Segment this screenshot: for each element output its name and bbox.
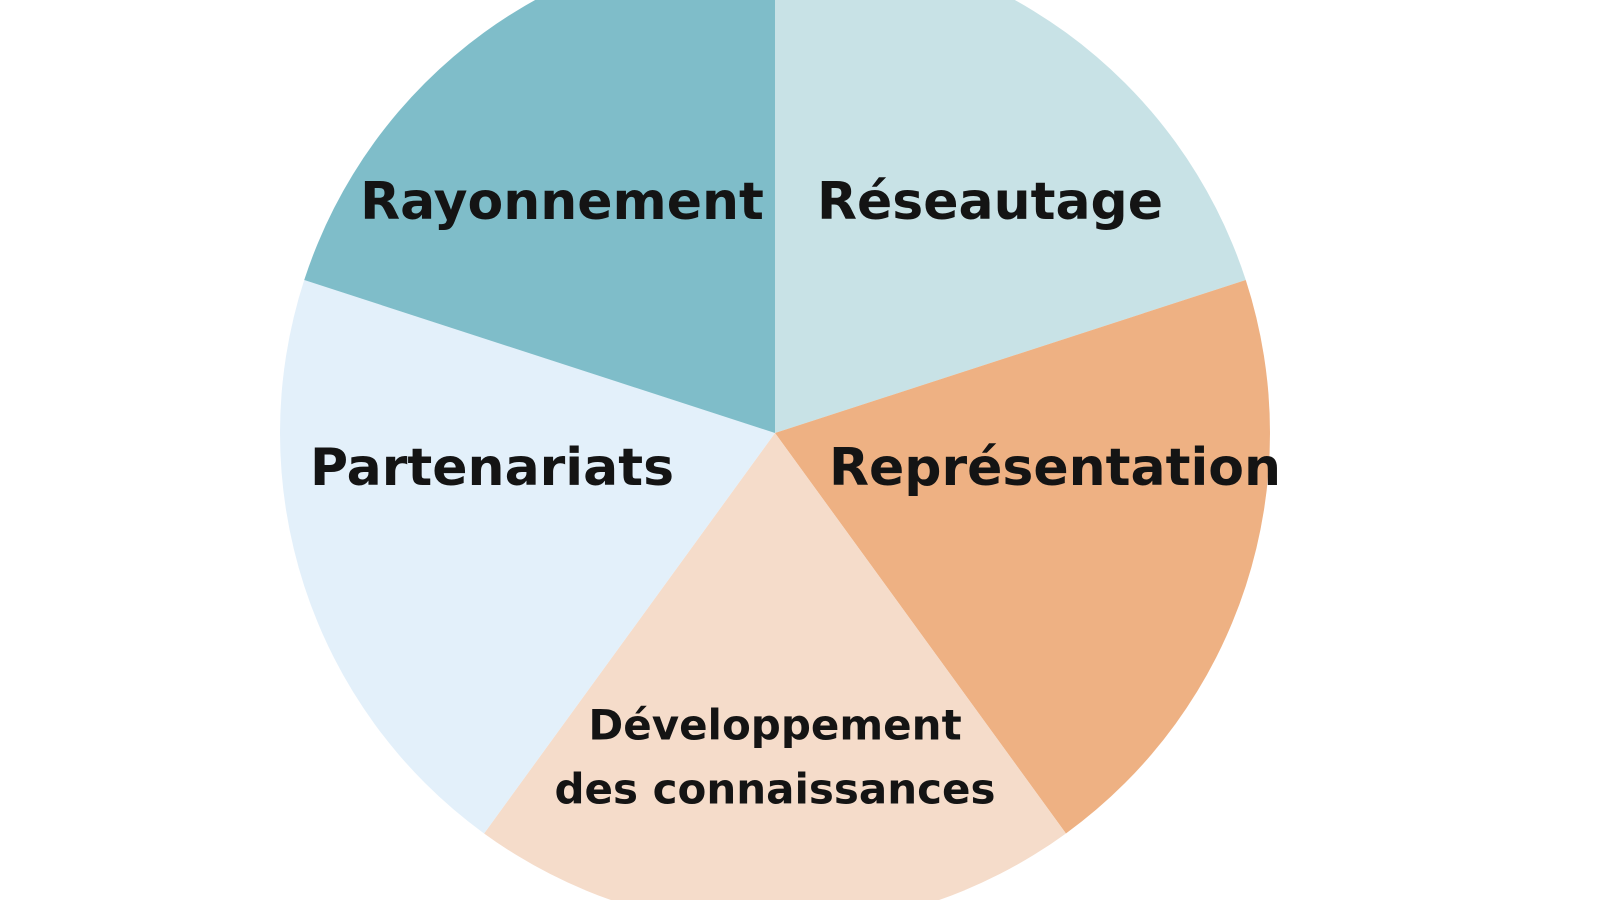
slice-representation: [775, 280, 1270, 834]
label-representation: Représentation: [829, 438, 1281, 498]
label-des-connaissances: des connaissances: [554, 765, 995, 814]
label-developpement: Développement: [588, 701, 961, 750]
slice-rayonnement: [304, 0, 775, 433]
slice-partenariats: [280, 280, 775, 834]
label-partenariats: Partenariats: [310, 438, 674, 498]
slice-developpement: [484, 433, 1066, 900]
slice-reseautage: [775, 0, 1246, 433]
label-reseautage: Réseautage: [817, 172, 1163, 232]
label-rayonnement: Rayonnement: [360, 172, 764, 232]
